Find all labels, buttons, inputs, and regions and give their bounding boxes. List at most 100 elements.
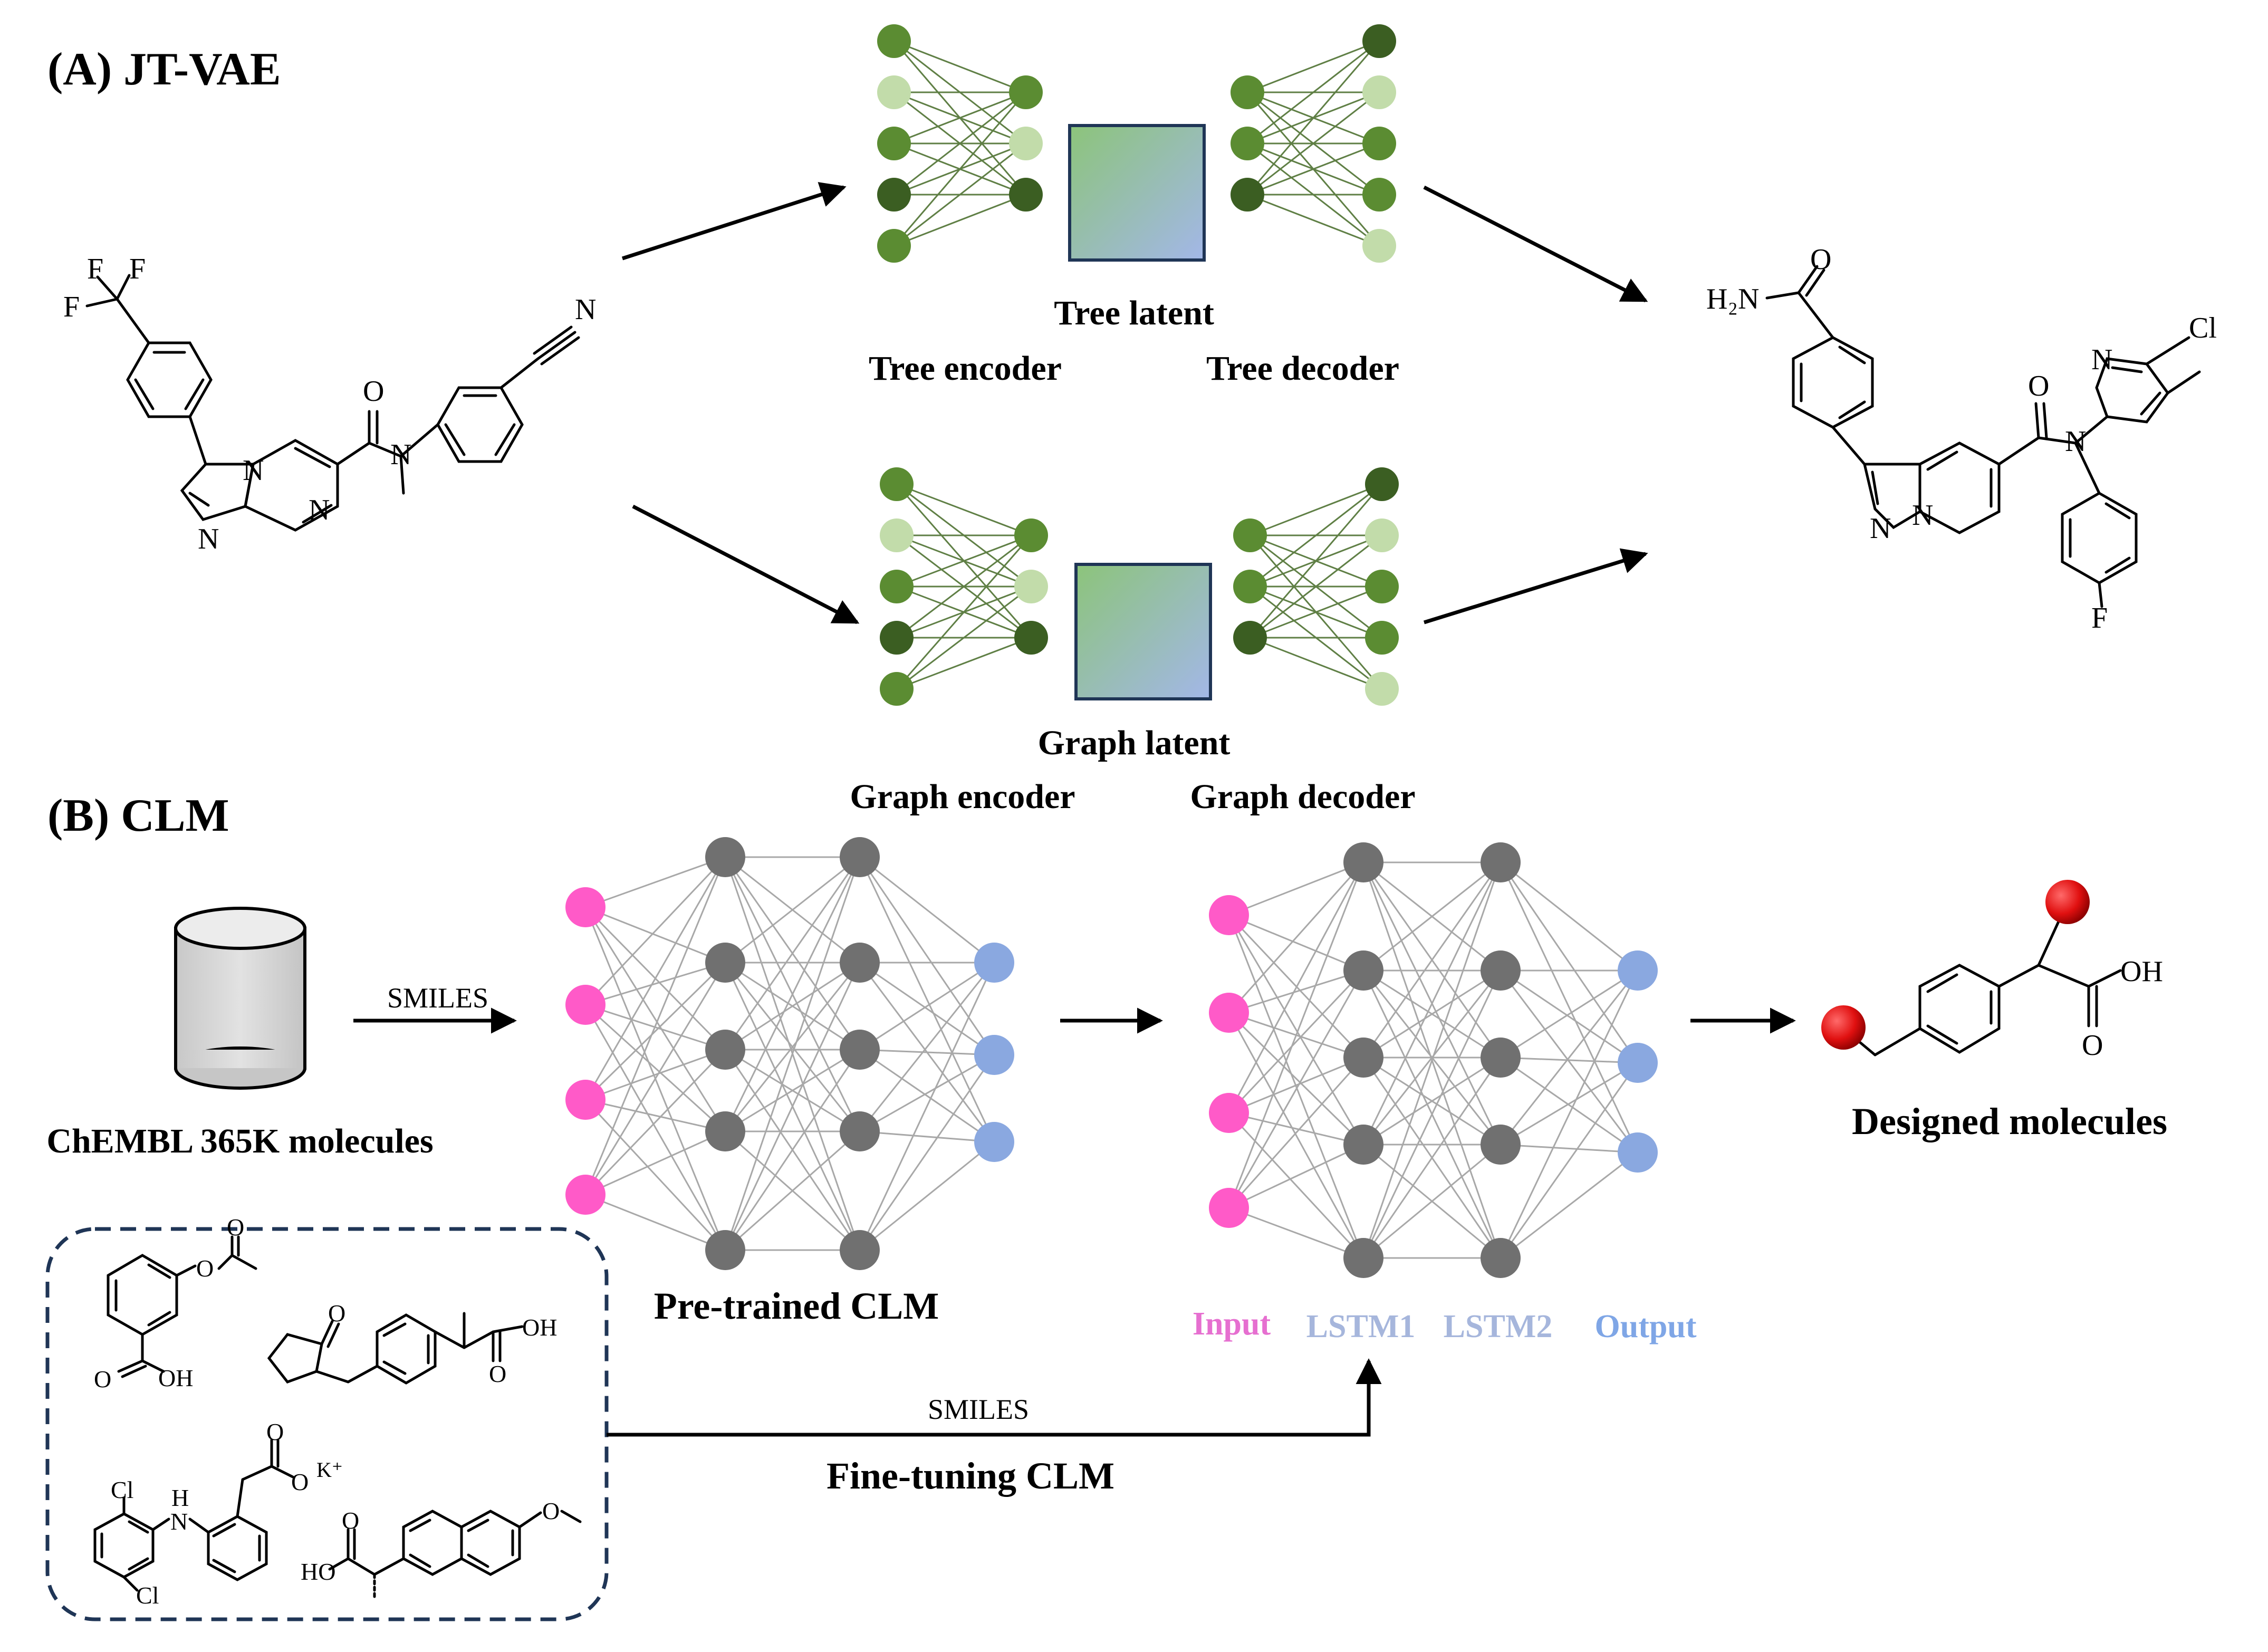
tree-decoder-node bbox=[1362, 127, 1396, 160]
input-molecule bbox=[85, 274, 580, 532]
atom-label: N bbox=[575, 293, 596, 326]
graph-decoder-node bbox=[1365, 570, 1399, 603]
finetuned-clm-hidden-node bbox=[1343, 1125, 1383, 1165]
pretrained-clm-hidden-node bbox=[705, 837, 745, 877]
finetuned-clm-input-node bbox=[1209, 993, 1249, 1033]
jt-vae-networks bbox=[877, 24, 1399, 706]
finetuning-molecules bbox=[93, 1235, 582, 1600]
tree-decoder-node bbox=[1362, 75, 1396, 109]
finetuned-clm-hidden-node bbox=[1481, 842, 1521, 882]
atom-label: O bbox=[342, 1507, 359, 1534]
finetuning-clm-label: Fine-tuning CLM bbox=[827, 1455, 1114, 1497]
tree-encoder-node bbox=[877, 229, 911, 263]
atom-label: O bbox=[291, 1468, 309, 1495]
pretrained-clm-network bbox=[565, 837, 1014, 1270]
finetuned-clm-hidden-node bbox=[1481, 950, 1521, 991]
graph-encoder-node bbox=[1014, 518, 1048, 552]
designed-molecules-label: Designed molecules bbox=[1852, 1100, 2167, 1142]
designed-molecule-red-atom bbox=[2045, 880, 2090, 924]
finetuned-clm-input-node bbox=[1209, 1188, 1249, 1228]
output-molecule bbox=[1765, 265, 2201, 608]
finetuned-clm-hidden-node bbox=[1481, 1125, 1521, 1165]
finetuning-molecule-labels: O O O OH O OH O O O K⁺ Cl H N Cl HO O O bbox=[94, 1214, 560, 1609]
atom-label: Cl bbox=[136, 1582, 159, 1609]
pretrained-clm-hidden-node bbox=[705, 1111, 745, 1151]
pretrained-clm-hidden-node bbox=[705, 1030, 745, 1070]
pretrained-clm-hidden-node bbox=[840, 1030, 880, 1070]
tree-encoder-label: Tree encoder bbox=[869, 349, 1062, 388]
finetuned-clm-output-node bbox=[1618, 1043, 1658, 1083]
atom-label: O bbox=[363, 375, 384, 408]
pretrained-clm-input-node bbox=[565, 887, 606, 927]
pretrained-clm-hidden-node bbox=[840, 837, 880, 877]
finetuning-dataset-box bbox=[45, 1227, 609, 1621]
tree-encoder-node bbox=[1009, 75, 1043, 109]
tree-decoder-node bbox=[1231, 178, 1264, 212]
atom-label: N bbox=[1870, 512, 1891, 545]
pretrained-clm-input-node bbox=[565, 1080, 606, 1120]
pretrained-clm-hidden-node bbox=[840, 1230, 880, 1270]
atom-label: N bbox=[1912, 499, 1933, 532]
graph-decoder-node bbox=[1233, 518, 1267, 552]
tree-latent-box bbox=[1068, 124, 1206, 262]
atom-label: OH bbox=[522, 1314, 557, 1341]
finetuned-clm-output-node bbox=[1618, 950, 1658, 991]
tree-encoder-node bbox=[1009, 178, 1043, 212]
atom-label: O bbox=[266, 1418, 284, 1445]
database-icon bbox=[174, 907, 306, 1090]
graph-decoder-label: Graph decoder bbox=[1190, 777, 1415, 816]
pretrained-clm-input-node bbox=[565, 1175, 606, 1215]
finetuned-clm-hidden-node bbox=[1343, 950, 1383, 991]
atom-label: O bbox=[2028, 370, 2049, 402]
atom-label: O bbox=[2082, 1029, 2103, 1062]
atom-label: O bbox=[227, 1214, 244, 1241]
graph-encoder-node bbox=[880, 467, 914, 501]
tree-network bbox=[877, 24, 1396, 263]
clm-networks bbox=[565, 837, 1658, 1278]
pretrained-clm-output-node bbox=[974, 943, 1014, 983]
graph-network bbox=[880, 467, 1399, 706]
graph-encoder-node bbox=[1014, 570, 1048, 603]
pretrained-clm-hidden-node bbox=[705, 1230, 745, 1270]
finetuned-clm-hidden-node bbox=[1343, 1238, 1383, 1278]
tree-encoder-node bbox=[877, 127, 911, 160]
atom-label: O bbox=[1810, 243, 1831, 276]
panel-a-title: (A) JT-VAE bbox=[47, 44, 281, 95]
tree-encoder-node bbox=[1009, 127, 1043, 160]
atom-label: N bbox=[2091, 343, 2112, 376]
graph-decoder-to-output-arrow bbox=[1423, 548, 1648, 625]
atom-label: F bbox=[129, 253, 146, 285]
input-layer-label: Input bbox=[1193, 1306, 1271, 1342]
tree-decoder-to-output-arrow bbox=[1423, 185, 1648, 303]
graph-encoder-node bbox=[880, 672, 914, 706]
atom-label: Cl bbox=[2189, 312, 2217, 344]
finetuned-clm-output-node bbox=[1618, 1132, 1658, 1173]
graph-decoder-node bbox=[1233, 570, 1267, 603]
graph-decoder-node bbox=[1365, 672, 1399, 706]
atom-label: O bbox=[328, 1300, 345, 1327]
pretrained-clm-hidden-node bbox=[705, 943, 745, 983]
atom-label: O bbox=[489, 1360, 506, 1387]
atom-label: O bbox=[94, 1366, 111, 1392]
atom-label: F bbox=[87, 253, 103, 285]
atom-label: K⁺ bbox=[316, 1458, 343, 1482]
graph-decoder-node bbox=[1365, 621, 1399, 655]
graph-encoder-node bbox=[1014, 621, 1048, 655]
graph-encoder-node bbox=[880, 570, 914, 603]
tree-encoder-node bbox=[877, 24, 911, 58]
smiles-label-bottom: SMILES bbox=[928, 1394, 1029, 1425]
graph-encoder-node bbox=[880, 518, 914, 552]
finetuned-clm-hidden-node bbox=[1343, 1038, 1383, 1078]
atom-label: N bbox=[198, 523, 219, 555]
tree-decoder-node bbox=[1362, 178, 1396, 212]
tree-latent-label: Tree latent bbox=[1054, 294, 1214, 332]
atom-label: OH bbox=[2120, 955, 2163, 988]
atom-label: N bbox=[2065, 425, 2086, 458]
finetuned-clm-hidden-node bbox=[1481, 1038, 1521, 1078]
pretrained-clm-input-node bbox=[565, 985, 606, 1025]
pretrained-clm-output-node bbox=[974, 1035, 1014, 1075]
graph-latent-box bbox=[1074, 563, 1212, 700]
atom-label: N bbox=[390, 438, 411, 471]
tree-decoder-label: Tree decoder bbox=[1206, 349, 1399, 388]
